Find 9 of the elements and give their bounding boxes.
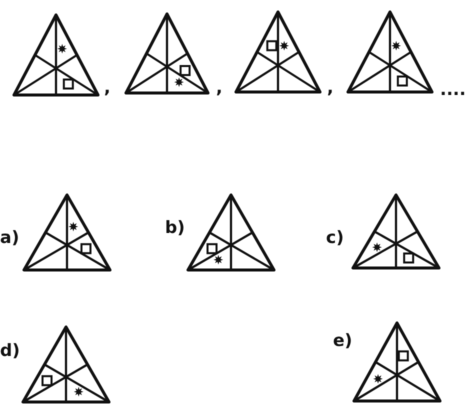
option-label: e): [333, 333, 352, 350]
punctuation-mark: ....: [440, 82, 466, 99]
option-label: a): [0, 230, 20, 247]
punctuation-mark: ,: [216, 80, 222, 97]
option-label: c): [326, 230, 344, 247]
punctuation-mark: ,: [327, 80, 334, 97]
punctuation-mark: ,: [104, 80, 110, 97]
option-label: d): [0, 343, 20, 360]
option-label: b): [165, 220, 185, 237]
